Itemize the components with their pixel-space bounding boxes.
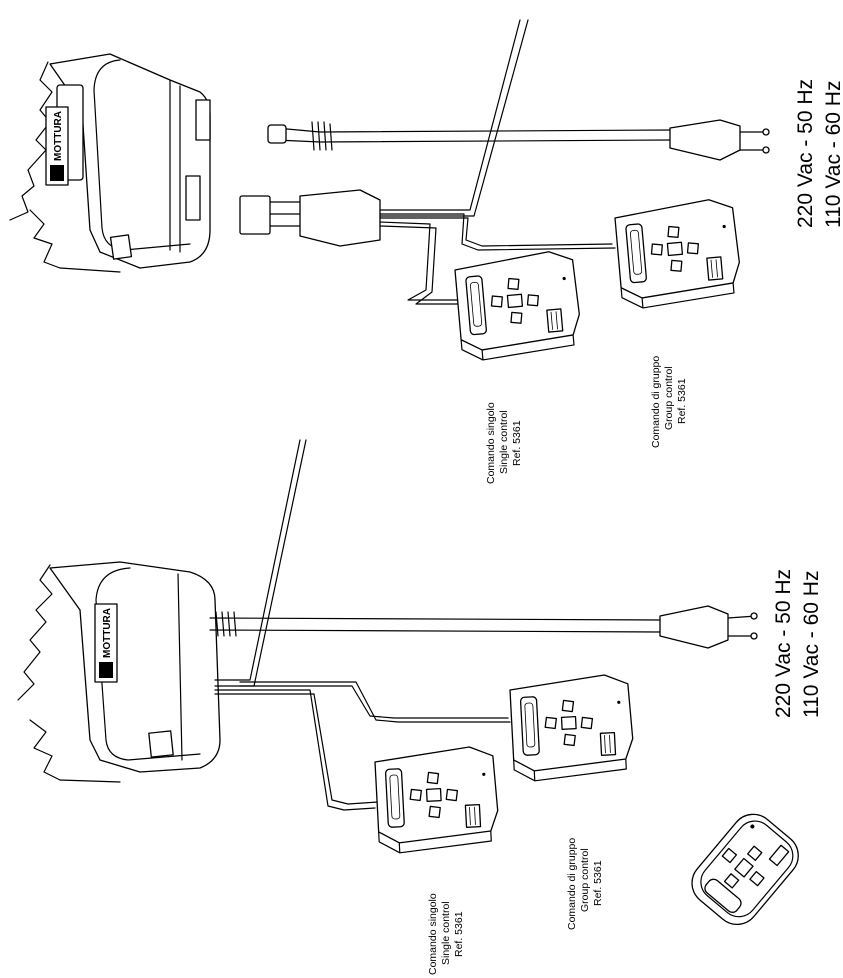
- single-control-top: [453, 248, 584, 363]
- cable-group-bottom: [239, 681, 511, 723]
- brand-logo-bottom: MOTTURA: [94, 603, 118, 683]
- top-assembly: MOTTURA: [9, 19, 843, 484]
- bottom-assembly: MOTTURA Comando singolo Single cont: [17, 439, 823, 975]
- group-control-top: [613, 196, 744, 311]
- group-label-bottom: Comando di gruppo Group control Ref. 536…: [566, 835, 604, 930]
- cable-single-bottom: [214, 689, 376, 811]
- cable-single-top: [379, 221, 461, 301]
- brand-text-bottom: MOTTURA: [102, 608, 113, 658]
- power-cord-bottom: [209, 617, 661, 621]
- brand-logo-top: MOTTURA: [45, 106, 69, 186]
- cable-group-top: [379, 213, 616, 251]
- power-cord-top: [275, 127, 671, 133]
- voltage-top: 220 Vac - 50 Hz 110 Vac - 60 Hz: [794, 73, 843, 228]
- single-label-top: Comando singolo Single control Ref. 5361: [485, 399, 523, 484]
- remote-control: [691, 813, 799, 926]
- brand-text-top: MOTTURA: [53, 111, 64, 161]
- voltage-bottom: 220 Vac - 50 Hz 110 Vac - 60 Hz: [772, 563, 823, 718]
- group-label-top: Comando di gruppo Group control Ref. 536…: [650, 353, 688, 448]
- single-label-bottom: Comando singolo Single control Ref. 5361: [427, 890, 465, 975]
- connector-top: [239, 189, 381, 247]
- single-control-bottom: [373, 745, 501, 855]
- plug-top: [669, 119, 770, 161]
- plug-bottom: [659, 605, 758, 649]
- motor-bottom: [49, 561, 221, 773]
- group-control-bottom: [508, 673, 636, 783]
